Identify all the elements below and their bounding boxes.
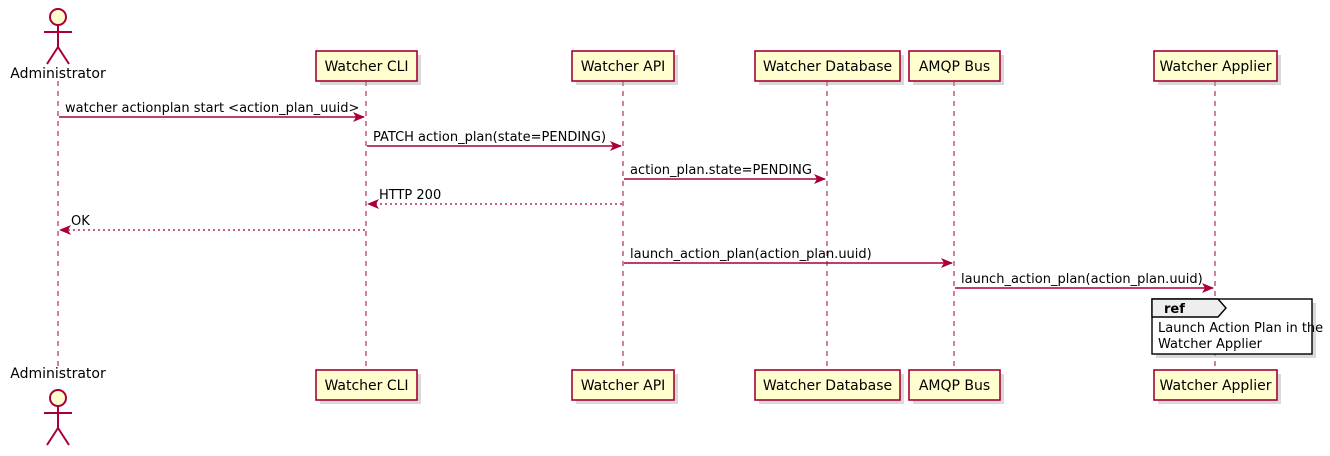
message-label: action_plan.state=PENDING	[630, 163, 812, 178]
actor-leg-left-icon	[46, 427, 59, 446]
box-rect[interactable]	[908, 369, 1001, 401]
message-label: launch_action_plan(action_plan.uuid)	[630, 247, 872, 262]
box-rect[interactable]	[754, 50, 901, 82]
participant-label-watcher-cli: Watcher CLI	[324, 59, 408, 75]
participant-label-watcher-database: Watcher Database	[763, 59, 892, 75]
participant-label-watcher-database: Watcher Database	[763, 378, 892, 394]
ref-text-line-2: Watcher Applier	[1158, 337, 1263, 352]
message-label: PATCH action_plan(state=PENDING)	[373, 130, 606, 145]
participant-box-watcher-database-bottom[interactable]: Watcher Database	[754, 369, 904, 404]
box-rect[interactable]	[315, 369, 418, 401]
ref-tab	[1151, 298, 1227, 318]
participant-box-watcher-applier-top[interactable]: Watcher Applier	[1153, 50, 1281, 85]
message-4-watcher-api-to-watcher-cli: HTTP 200	[367, 188, 622, 209]
message-3-watcher-api-to-watcher-database: action_plan.state=PENDING	[624, 163, 826, 184]
participant-box-amqp-bus-bottom[interactable]: AMQP Bus	[908, 369, 1004, 404]
participant-label-watcher-applier: Watcher Applier	[1160, 378, 1272, 394]
box-rect[interactable]	[571, 50, 675, 82]
message-label: watcher actionplan start <action_plan_uu…	[65, 101, 359, 116]
message-2-watcher-cli-to-watcher-api: PATCH action_plan(state=PENDING)	[367, 130, 622, 151]
actor-leg-right-icon	[57, 46, 70, 65]
participant-box-watcher-api-top[interactable]: Watcher API	[571, 50, 678, 85]
participant-box-amqp-bus-top[interactable]: AMQP Bus	[908, 50, 1004, 85]
participant-label-watcher-api: Watcher API	[581, 59, 666, 75]
participant-box-watcher-database-top[interactable]: Watcher Database	[754, 50, 904, 85]
participant-box-watcher-api-bottom[interactable]: Watcher API	[571, 369, 678, 404]
message-label: OK	[71, 214, 90, 229]
message-5-watcher-cli-to-administrator: OK	[59, 214, 365, 235]
participant-label-amqp-bus: AMQP Bus	[919, 378, 990, 394]
actor-label-administrator: Administrator	[10, 66, 106, 82]
message-label: HTTP 200	[379, 188, 441, 203]
box-rect[interactable]	[1153, 369, 1278, 401]
ref-text-line-1: Launch Action Plan in the	[1158, 321, 1323, 336]
participant-label-watcher-api: Watcher API	[581, 378, 666, 394]
participant-label-watcher-applier: Watcher Applier	[1160, 59, 1272, 75]
actor-head-icon	[49, 389, 67, 407]
actor-administrator-bottom: Administrator	[10, 366, 106, 446]
box-rect[interactable]	[315, 50, 418, 82]
box-rect[interactable]	[1153, 50, 1278, 82]
messages-layer: watcher actionplan start <action_plan_uu…	[59, 101, 1214, 293]
participant-label-watcher-cli: Watcher CLI	[324, 378, 408, 394]
ref-body	[1151, 298, 1313, 355]
participant-box-watcher-cli-bottom[interactable]: Watcher CLI	[315, 369, 421, 404]
lifelines-layer	[57, 81, 1216, 370]
actor-label-administrator: Administrator	[10, 366, 106, 382]
actor-head-icon	[49, 8, 67, 26]
message-6-watcher-api-to-amqp-bus: launch_action_plan(action_plan.uuid)	[624, 247, 953, 268]
participant-label-amqp-bus: AMQP Bus	[919, 59, 990, 75]
box-rect[interactable]	[908, 50, 1001, 82]
participant-box-watcher-cli-top[interactable]: Watcher CLI	[315, 50, 421, 85]
message-label: launch_action_plan(action_plan.uuid)	[961, 272, 1203, 287]
box-rect[interactable]	[754, 369, 901, 401]
message-7-amqp-bus-to-watcher-applier: launch_action_plan(action_plan.uuid)	[955, 272, 1214, 293]
ref-tab-label: ref	[1164, 302, 1185, 317]
participant-box-watcher-applier-bottom[interactable]: Watcher Applier	[1153, 369, 1281, 404]
message-1-administrator-to-watcher-cli: watcher actionplan start <action_plan_uu…	[59, 101, 365, 122]
actor-leg-left-icon	[46, 46, 59, 65]
box-rect[interactable]	[571, 369, 675, 401]
actor-leg-right-icon	[57, 427, 70, 446]
actor-administrator-top: Administrator	[10, 8, 106, 82]
